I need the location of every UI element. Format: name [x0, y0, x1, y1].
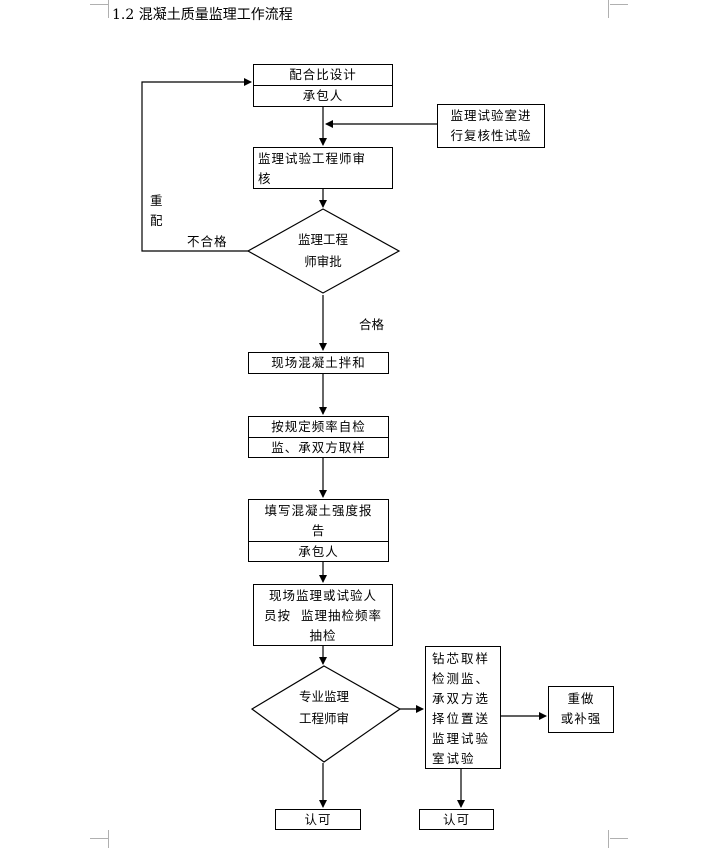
node-mix-design-owner: 承包人: [254, 85, 392, 106]
node-core-sample-line6: 室试验: [432, 751, 476, 766]
node-core-sample-line2: 检测监、: [432, 671, 491, 686]
decision-professional-review-text: 专业监理 工程师审: [284, 686, 364, 730]
node-lab-check-line2: 行复核性试验: [450, 128, 532, 143]
node-sampling: 现场监理或试验人 员按 监理抽检频率 抽检: [253, 584, 393, 646]
page-corner-mark: [90, 4, 108, 5]
node-self-check-line1: 按规定频率自检: [271, 419, 366, 434]
node-rework-line1: 重做: [567, 691, 595, 706]
node-core-sample-line3: 承双方选: [432, 691, 491, 706]
page-corner-mark: [610, 4, 628, 5]
node-sampling-line1: 现场监理或试验人: [268, 588, 377, 603]
page-corner-mark: [90, 838, 108, 839]
node-approved-right-label: 认可: [442, 812, 470, 827]
decision-professional-review-line1: 专业监理: [298, 689, 349, 704]
node-mixing-label: 现场混凝土拌和: [271, 355, 366, 370]
node-mix-design-label: 配合比设计: [289, 67, 357, 82]
node-approved-left-label: 认可: [304, 812, 332, 827]
arrow-feedback-redo: [141, 78, 252, 252]
node-self-check-line2: 监、承双方取样: [249, 437, 388, 458]
node-core-sample-line5: 监理试验: [432, 731, 491, 746]
decision-diamond-professional-review: [250, 665, 402, 763]
node-strength-report-line2: 告: [311, 523, 326, 538]
decision-approval-line1: 监理工程: [297, 232, 348, 247]
node-lab-check-line1: 监理试验室进: [450, 108, 532, 123]
node-sampling-line2: 员按 监理抽检频率: [264, 608, 382, 623]
node-approved-right: 认可: [419, 809, 494, 830]
page-corner-mark: [108, 0, 109, 18]
node-lab-check: 监理试验室进 行复核性试验: [437, 104, 545, 148]
edge-label-redo-2: 配: [150, 213, 163, 228]
node-engineer-review-line1: 监理试验工程师审: [258, 151, 367, 166]
node-strength-report-owner: 承包人: [249, 541, 388, 562]
node-engineer-review: 监理试验工程师审 核: [253, 147, 393, 189]
node-strength-report: 填写混凝土强度报 告 承包人: [248, 499, 389, 562]
node-core-sample-line4: 择位置送: [432, 711, 491, 726]
decision-approval-text: 监理工程 师审批: [283, 229, 363, 273]
section-heading: 1.2 混凝土质量监理工作流程: [112, 7, 293, 23]
node-rework: 重做 或补强: [548, 686, 614, 733]
node-sampling-line3: 抽检: [309, 628, 337, 643]
node-rework-line2: 或补强: [560, 711, 602, 726]
node-engineer-review-line2: 核: [258, 171, 272, 186]
node-strength-report-line1: 填写混凝土强度报: [264, 503, 373, 518]
edge-label-pass: 合格: [359, 317, 385, 332]
node-self-check: 按规定频率自检 监、承双方取样: [248, 416, 389, 458]
node-core-sample: 钻芯取样 检测监、 承双方选 择位置送 监理试验 室试验: [425, 646, 501, 769]
page-corner-mark: [608, 0, 609, 18]
node-mix-design: 配合比设计 承包人: [253, 64, 393, 107]
page-corner-mark: [608, 830, 609, 848]
decision-professional-review-line2: 工程师审: [298, 711, 349, 726]
node-approved-left: 认可: [275, 809, 361, 830]
page-corner-mark: [108, 830, 109, 848]
edge-label-fail: 不合格: [187, 234, 228, 249]
page-corner-mark: [610, 838, 628, 839]
decision-diamond-approval: [246, 208, 401, 294]
node-core-sample-line1: 钻芯取样: [432, 651, 491, 666]
edge-label-redo-1: 重: [150, 193, 163, 208]
node-mixing: 现场混凝土拌和: [248, 352, 389, 374]
decision-approval-line2: 师审批: [304, 254, 342, 269]
